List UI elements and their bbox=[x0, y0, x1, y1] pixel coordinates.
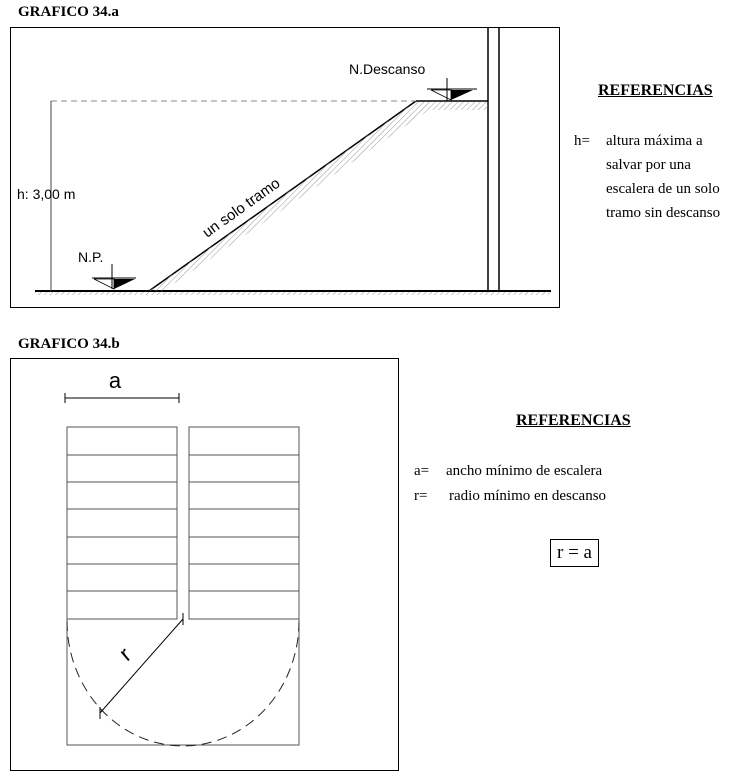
graphic-b-reference-r-key: r= bbox=[414, 488, 428, 504]
label-np: N.P. bbox=[78, 249, 103, 265]
graphic-b-reference-a-key: a= bbox=[414, 463, 430, 479]
landing-outline bbox=[66, 619, 300, 746]
graphic-a-reference-key: h= bbox=[574, 133, 590, 149]
label-height: h: 3,00 m bbox=[17, 186, 75, 202]
ref-line: escalera de un solo bbox=[606, 181, 720, 197]
graphic-b-frame: a r bbox=[10, 358, 399, 771]
ref-line: tramo sin descanso bbox=[606, 205, 721, 221]
stair-treads bbox=[67, 454, 299, 592]
ref-line: altura máxima a bbox=[606, 133, 703, 149]
graphic-a-references-heading: REFERENCIAS bbox=[598, 82, 713, 99]
graphic-a-frame: N.Descanso N.P. h: 3,00 m un solo tramo bbox=[10, 27, 560, 308]
graphic-b-title: GRAFICO 34.b bbox=[18, 336, 120, 352]
graphic-a-title: GRAFICO 34.a bbox=[18, 4, 119, 20]
left-flight bbox=[66, 426, 178, 620]
radius-line bbox=[99, 618, 184, 714]
descanso-level-marker bbox=[451, 90, 473, 100]
stair-plan-drawing: a r bbox=[64, 368, 300, 747]
graphic-b-reference-r-text: radio mínimo en descanso bbox=[449, 488, 607, 504]
formula-box: r = a bbox=[550, 539, 599, 567]
ref-line: salvar por una bbox=[606, 157, 691, 173]
graphic-b-reference-a-text: ancho mínimo de escalera bbox=[446, 463, 603, 479]
graphic-a-reference-definition: altura máxima a salvar por una escalera … bbox=[606, 129, 720, 225]
graphic-b-references-heading: REFERENCIAS bbox=[516, 412, 631, 429]
right-flight bbox=[188, 426, 300, 620]
label-n-descanso: N.Descanso bbox=[349, 61, 425, 77]
np-level-marker bbox=[114, 279, 135, 289]
label-r: r bbox=[114, 642, 136, 666]
stair-section-drawing: N.Descanso N.P. h: 3,00 m un solo tramo bbox=[17, 28, 551, 295]
label-a: a bbox=[109, 368, 122, 393]
landing-radius-arc bbox=[66, 620, 300, 747]
